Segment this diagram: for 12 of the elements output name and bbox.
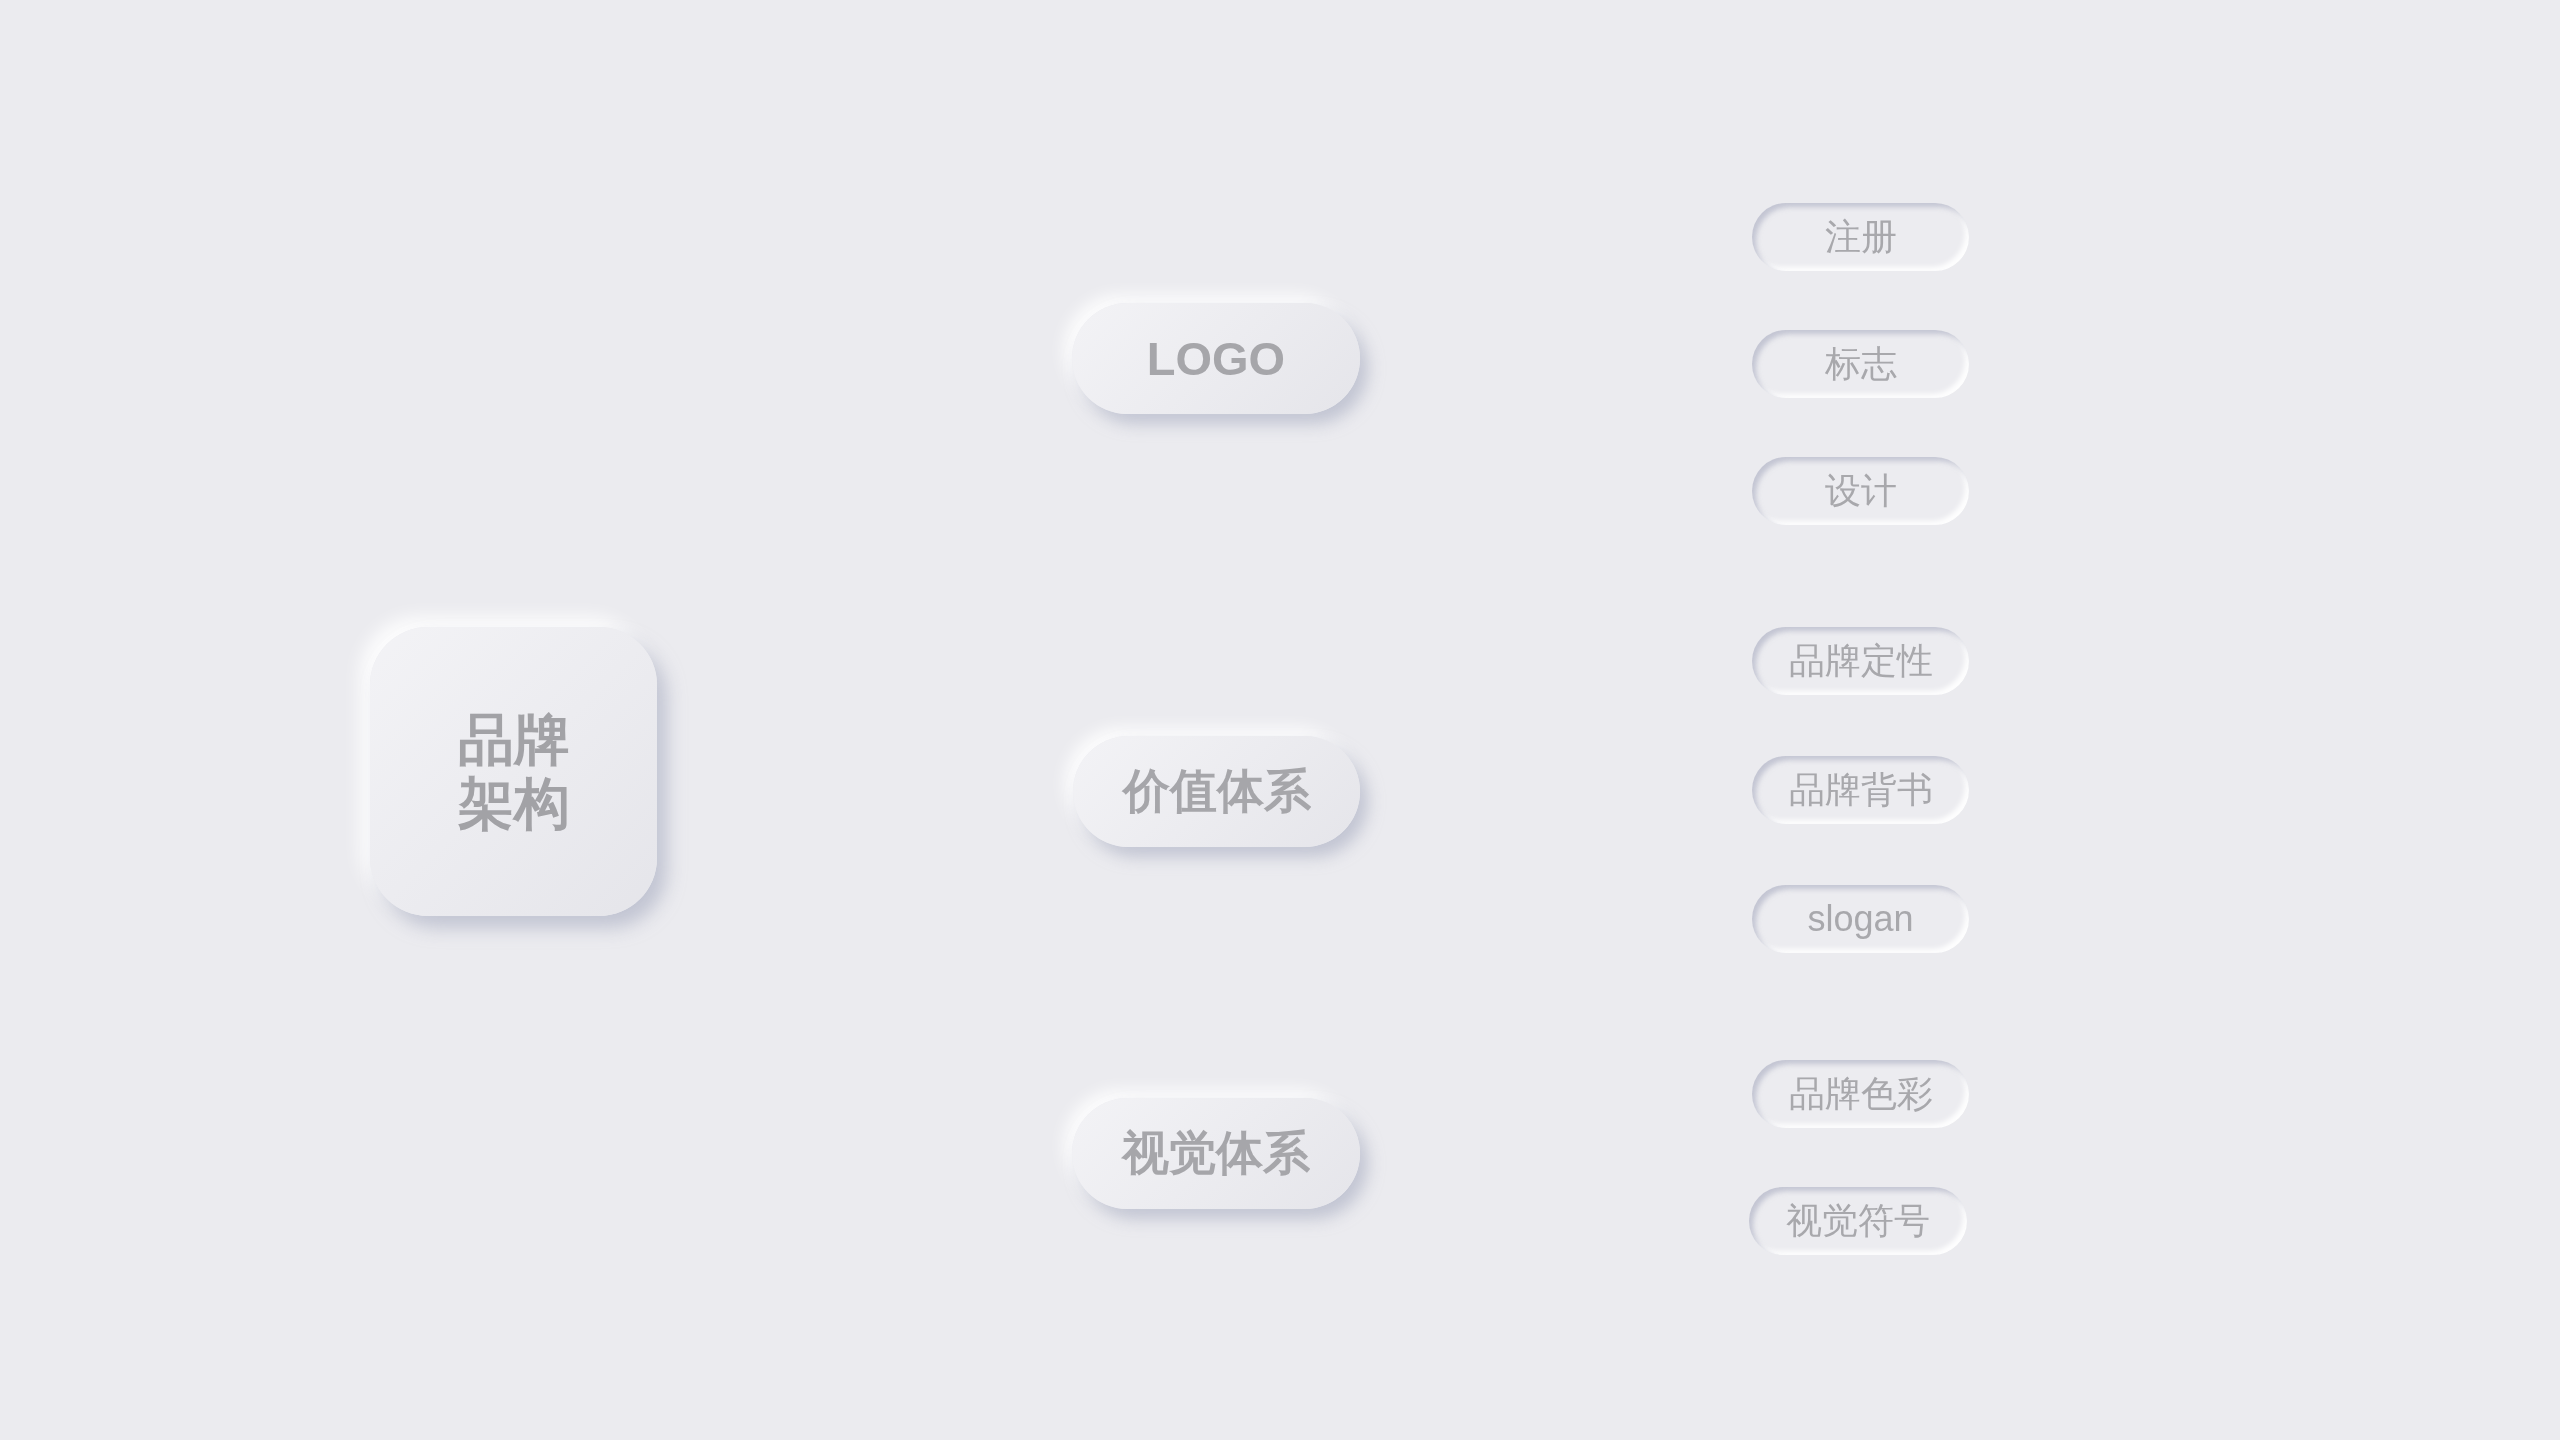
inset-pill: 注册 — [1752, 203, 1969, 271]
inset-pill: 品牌背书 — [1752, 756, 1969, 824]
inset-pill: 品牌定性 — [1752, 627, 1969, 695]
rounded-box: 品牌架构 — [370, 627, 657, 916]
raised-pill: LOGO — [1072, 303, 1360, 414]
inset-pill: 标志 — [1752, 330, 1969, 398]
raised-pill: 视觉体系 — [1072, 1098, 1360, 1209]
inset-pill: 设计 — [1752, 457, 1969, 525]
inset-pill: 品牌色彩 — [1752, 1060, 1969, 1128]
raised-pill: 价值体系 — [1073, 736, 1360, 847]
inset-pill: 视觉符号 — [1749, 1187, 1967, 1255]
inset-pill: slogan — [1752, 885, 1969, 953]
